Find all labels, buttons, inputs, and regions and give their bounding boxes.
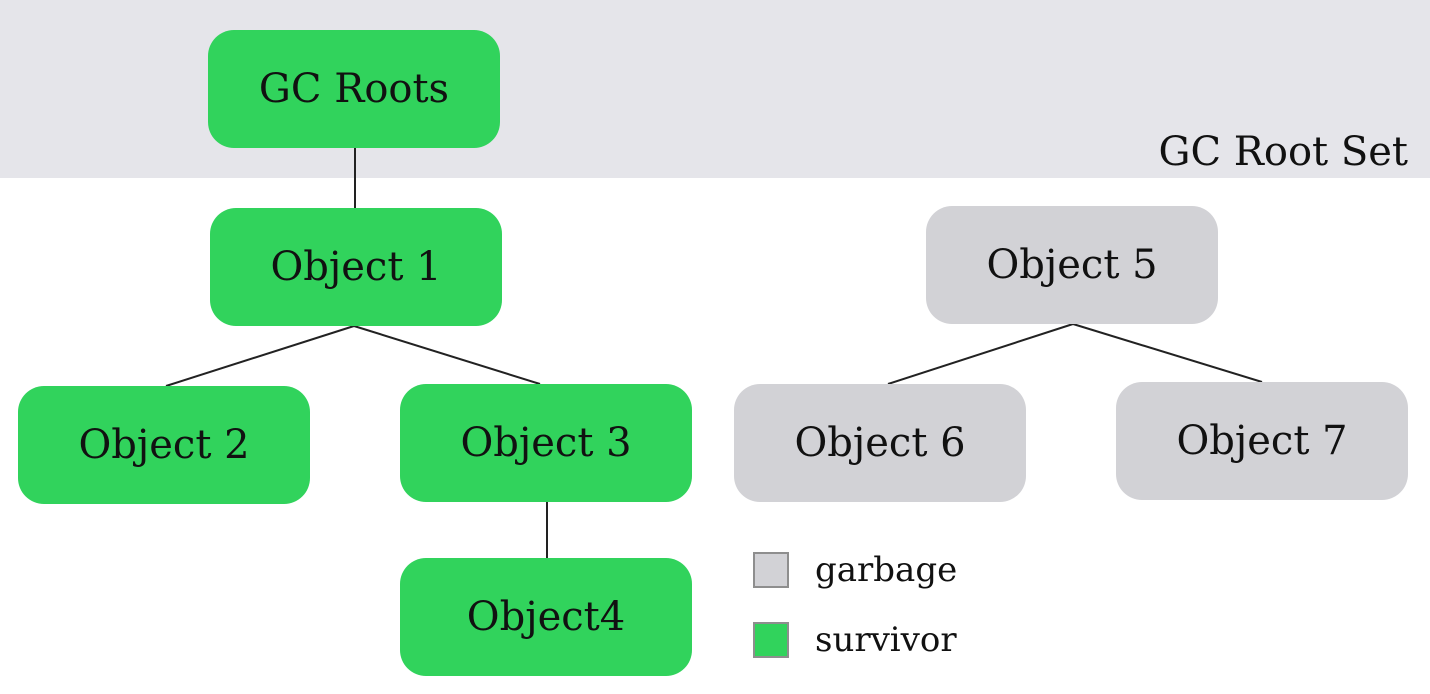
node-object-7: Object 7 [1116,382,1408,500]
legend-label-garbage: garbage [815,550,958,590]
node-object-3: Object 3 [400,384,692,502]
legend-item-garbage: garbage [753,550,957,590]
node-object-6: Object 6 [734,384,1026,502]
edge-object1-object3 [353,325,541,385]
node-object-1: Object 1 [210,208,502,326]
legend-label-survivor: survivor [815,620,957,660]
edge-object1-object2 [165,325,355,387]
node-object-2: Object 2 [18,386,310,504]
node-gc-roots: GC Roots [208,30,500,148]
edge-object5-object7 [1072,323,1263,383]
legend-item-survivor: survivor [753,620,957,660]
edge-object5-object6 [887,323,1074,385]
gc-root-set-label: GC Root Set [1158,129,1409,175]
node-object-5: Object 5 [926,206,1218,324]
legend-swatch-garbage [753,552,789,588]
legend-swatch-survivor [753,622,789,658]
node-object-4: Object4 [400,558,692,676]
